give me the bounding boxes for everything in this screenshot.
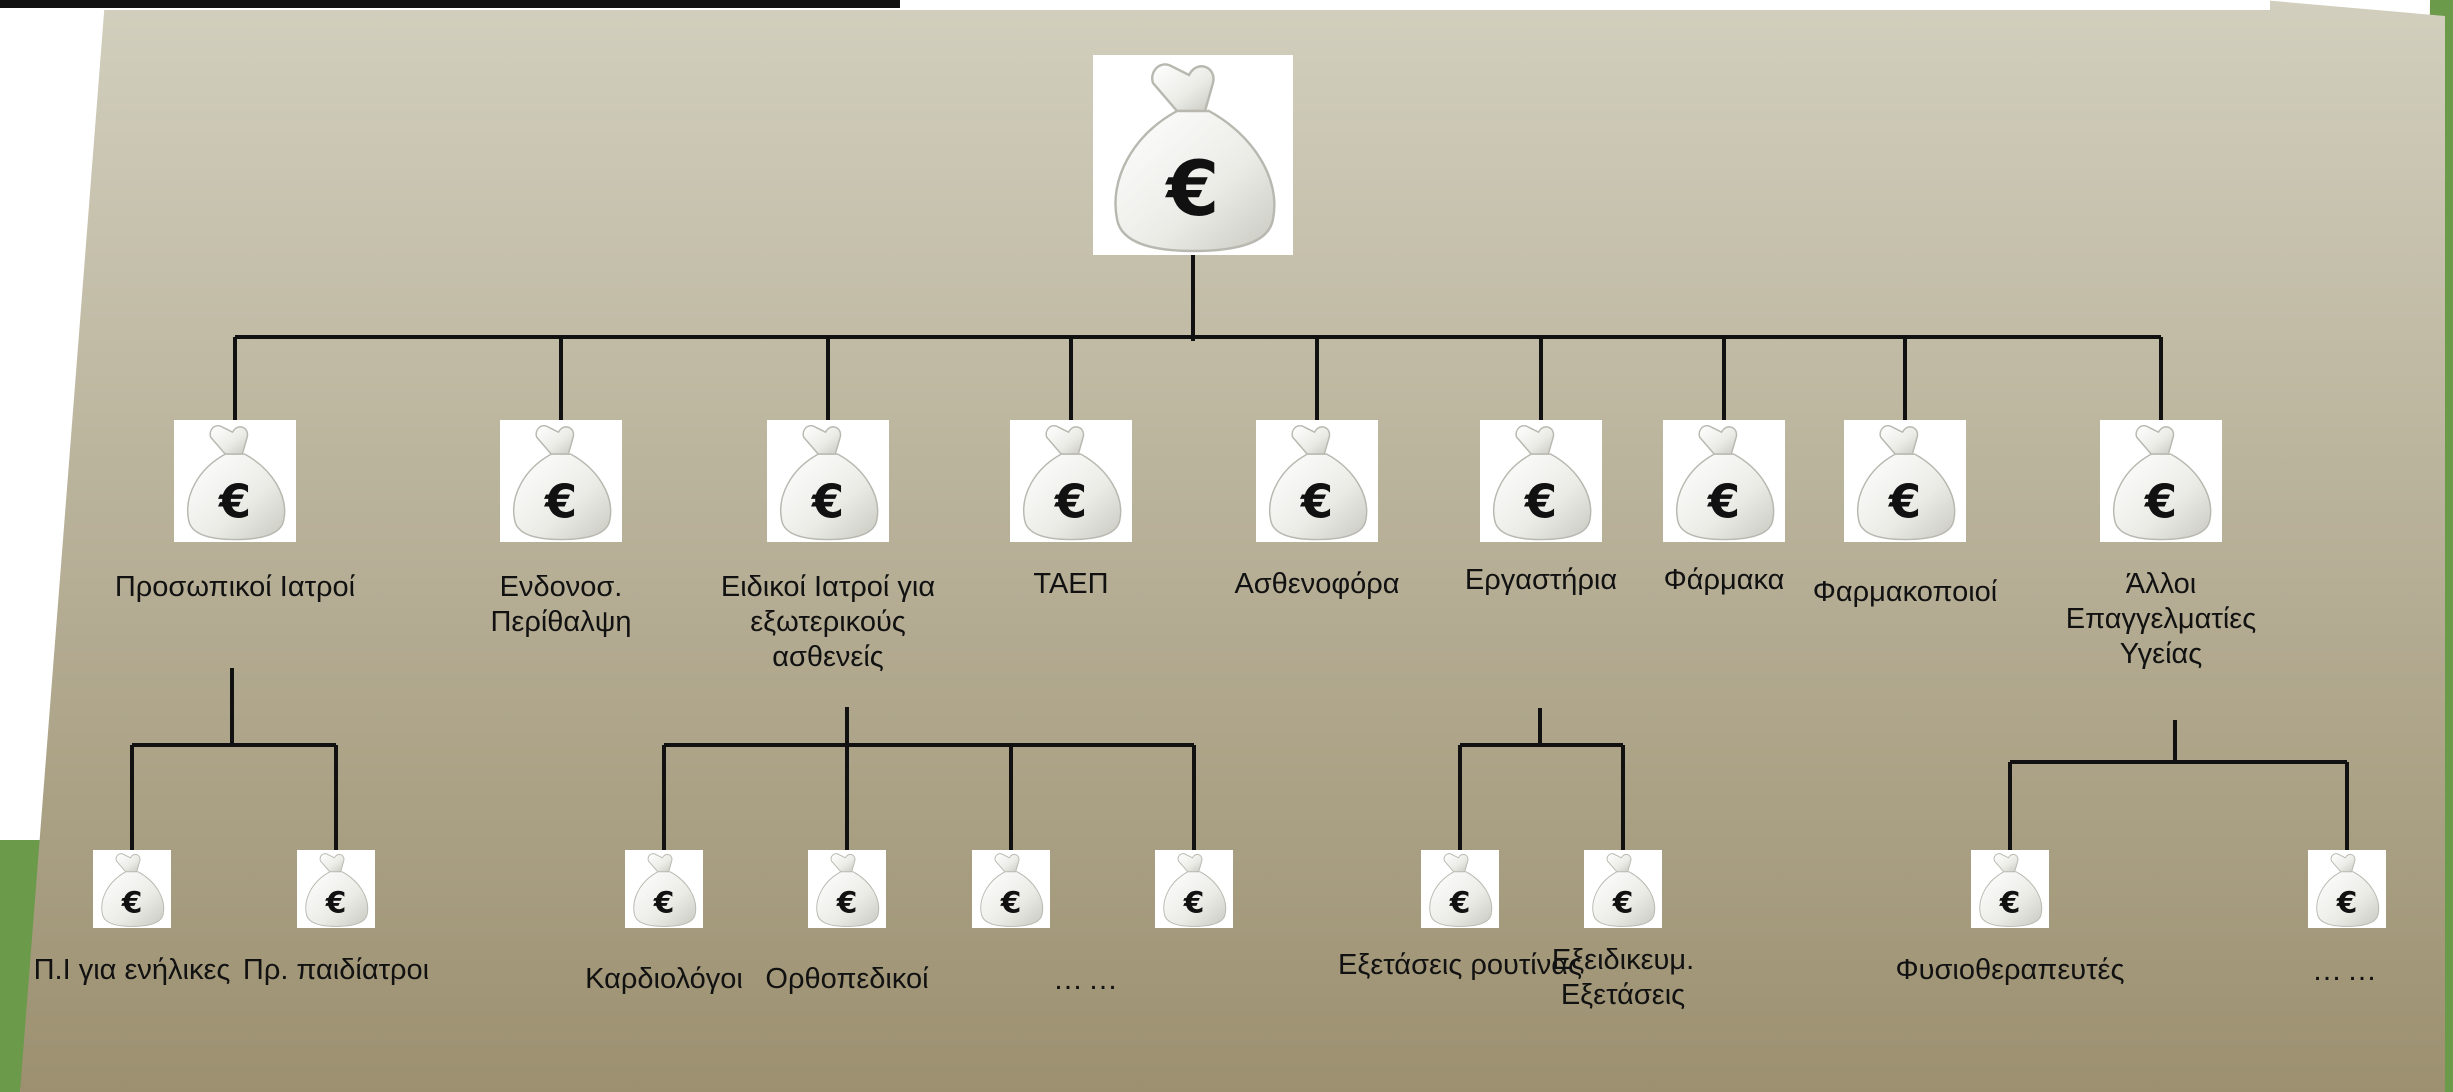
level2-label: Καρδιολόγοι	[585, 963, 743, 995]
money-bag-euro-icon	[1663, 420, 1785, 542]
level1-label: Ασθενοφόρα	[1234, 568, 1400, 600]
money-bag-euro-icon	[808, 850, 886, 928]
money-bag-euro-icon	[1480, 420, 1602, 542]
money-bag-euro-icon	[972, 850, 1050, 928]
money-bag-euro-icon	[1421, 850, 1499, 928]
level2-label: Φυσιοθεραπευτές	[1895, 954, 2125, 986]
top-title-fragment	[0, 0, 900, 8]
money-bag-euro-icon	[625, 850, 703, 928]
money-bag-euro-icon	[1093, 55, 1293, 255]
connector-lines	[130, 255, 2349, 850]
level1-label: Προσωπικοί Ιατροί	[114, 571, 356, 603]
level2-label: ……	[2312, 954, 2382, 987]
money-bag-euro-icon	[2100, 420, 2222, 542]
level2-label: Εξειδικευμ. Εξετάσεις	[1551, 944, 1695, 1011]
money-bag-euro-icon	[1971, 850, 2049, 928]
money-bag-euro-icon	[1155, 850, 1233, 928]
diagram-panel	[20, 0, 2445, 1092]
level2-label: Π.Ι για ενήλικες	[33, 954, 231, 986]
money-bag-euro-icon	[174, 420, 296, 542]
money-bag-euro-icon	[1584, 850, 1662, 928]
money-bag-euro-icon	[767, 420, 889, 542]
money-bag-euro-icon	[2308, 850, 2386, 928]
money-bag-euro-icon	[1844, 420, 1966, 542]
level1-label: Φάρμακα	[1663, 564, 1785, 596]
money-bag-euro-icon	[297, 850, 375, 928]
level1-label: Εργαστήρια	[1464, 564, 1618, 596]
top-title-strip	[0, 0, 2270, 10]
level2-label: Πρ. παιδίατροι	[242, 954, 430, 986]
level1-label: Ενδονοσ. Περίθαλψη	[490, 571, 632, 638]
level1-label: ΤΑΕΠ	[1033, 568, 1109, 600]
level1-label: Ειδικοί Ιατροί για εξωτερικούς ασθενείς	[720, 571, 936, 673]
level1-label: Άλλοι Επαγγελματίες Υγείας	[2065, 568, 2257, 670]
level2-label: Ορθοπεδικοί	[765, 963, 929, 995]
level1-label: Φαρμακοποιοί	[1812, 576, 1998, 608]
money-bag-euro-icon	[1256, 420, 1378, 542]
money-bag-euro-icon	[500, 420, 622, 542]
money-bag-euro-icon	[1010, 420, 1132, 542]
money-bag-euro-icon	[93, 850, 171, 928]
level2-label: Εξετάσεις ρουτίνας	[1338, 949, 1582, 981]
level2-label: ……	[1053, 963, 1123, 996]
